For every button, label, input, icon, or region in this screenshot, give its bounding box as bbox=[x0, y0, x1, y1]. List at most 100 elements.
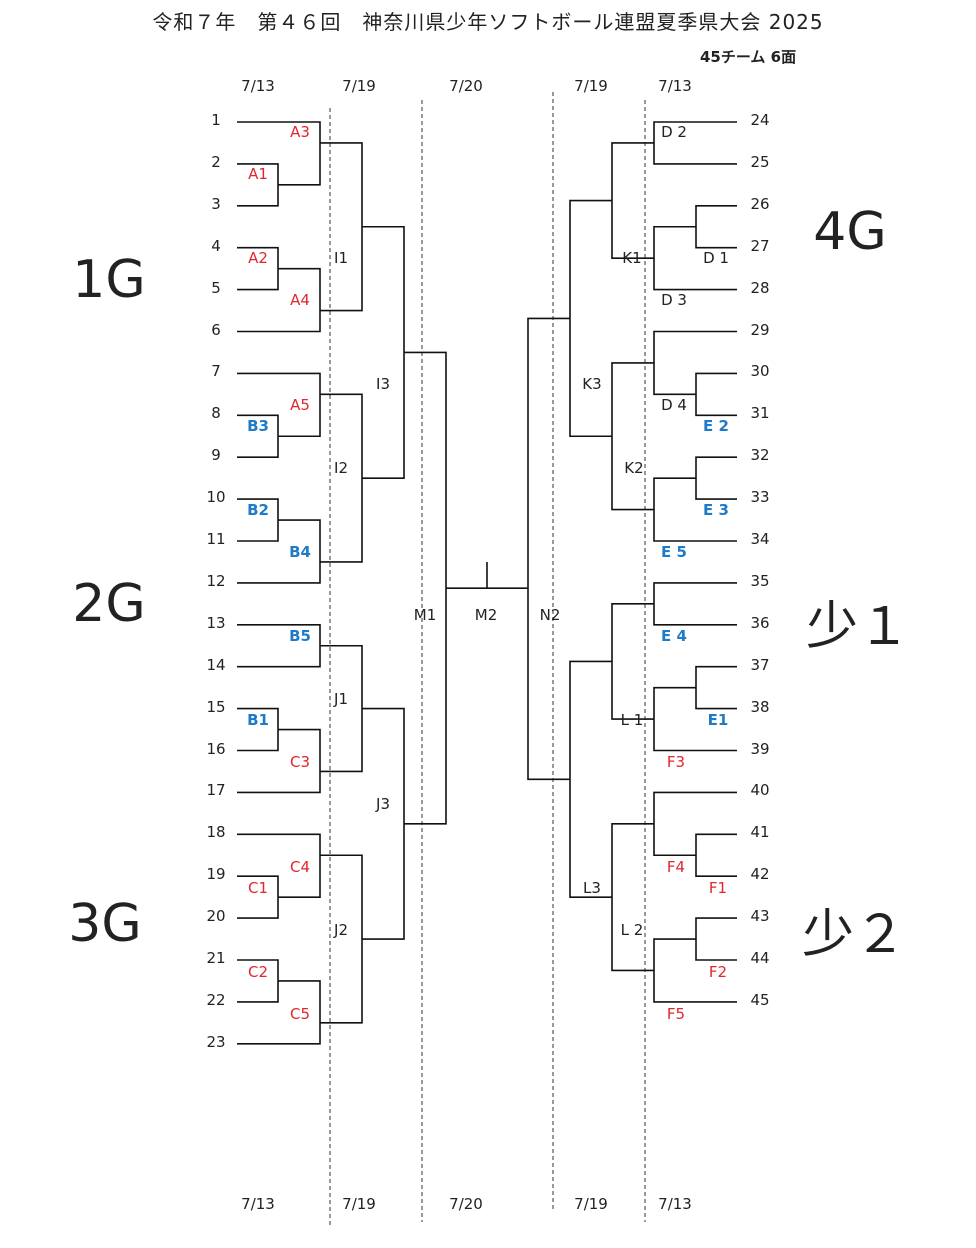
match-label-e2: E 2 bbox=[703, 417, 729, 435]
match-label-e1: E1 bbox=[707, 711, 729, 729]
team-number-right: 45 bbox=[750, 990, 770, 1009]
team-number-right: 43 bbox=[750, 907, 770, 926]
team-number-left: 20 bbox=[206, 907, 226, 926]
team-number-left: 16 bbox=[206, 739, 226, 758]
bracket-line bbox=[237, 980, 321, 1045]
match-label-m1: M1 bbox=[413, 606, 437, 624]
team-number-left: 21 bbox=[206, 949, 226, 967]
date-right-round1-bottom: 7/13 bbox=[658, 1195, 692, 1213]
bracket-line bbox=[695, 372, 737, 417]
team-number-left: 3 bbox=[211, 194, 221, 213]
match-label-e5: E 5 bbox=[661, 543, 687, 561]
match-label-b4: B4 bbox=[289, 543, 311, 561]
bracket-line bbox=[695, 833, 737, 877]
match-label-b2: B2 bbox=[247, 501, 269, 519]
match-label-k2: K2 bbox=[624, 459, 644, 477]
page-title: 令和７年 第４６回 神奈川県少年ソフトボール連盟夏季県大会 2025 bbox=[152, 10, 824, 34]
match-label-j1: J1 bbox=[334, 690, 348, 708]
match-label-f3: F3 bbox=[666, 753, 686, 771]
match-label-d4: D 4 bbox=[661, 396, 687, 414]
team-number-left: 8 bbox=[211, 404, 221, 423]
team-number-right: 34 bbox=[750, 530, 770, 548]
team-number-left: 22 bbox=[206, 990, 226, 1009]
group-label-4g: 4G bbox=[813, 202, 887, 262]
team-number-left: 13 bbox=[206, 613, 226, 632]
bracket-line bbox=[362, 707, 405, 940]
team-number-right: 26 bbox=[750, 194, 770, 213]
bracket-line bbox=[611, 603, 654, 720]
match-label-a3: A3 bbox=[290, 123, 310, 141]
team-number-right: 25 bbox=[750, 152, 770, 171]
team-number-left: 11 bbox=[206, 530, 226, 548]
team-number-right: 27 bbox=[750, 236, 770, 255]
match-label-i1: I1 bbox=[334, 249, 348, 267]
team-count-subtitle: 45チーム 6面 bbox=[700, 48, 797, 66]
bracket-line bbox=[320, 142, 363, 312]
bracket-line bbox=[237, 833, 321, 898]
bracket-line bbox=[404, 351, 447, 825]
team-number-left: 9 bbox=[211, 446, 221, 465]
date-center-bottom: 7/20 bbox=[449, 1195, 483, 1213]
bracket-line bbox=[237, 519, 321, 584]
team-number-right: 42 bbox=[750, 865, 770, 884]
match-label-b5: B5 bbox=[289, 627, 311, 645]
team-number-left: 5 bbox=[211, 278, 221, 297]
date-left-round1-top: 7/13 bbox=[241, 77, 275, 95]
bracket-line bbox=[653, 582, 737, 626]
bracket-line bbox=[611, 142, 654, 259]
match-label-j2: J2 bbox=[334, 921, 348, 939]
match-label-c4: C4 bbox=[289, 858, 311, 876]
match-label-a1: A1 bbox=[248, 165, 268, 183]
match-label-b3: B3 bbox=[247, 417, 269, 435]
team-number-right: 36 bbox=[750, 613, 770, 632]
match-label-k1: K1 bbox=[622, 249, 642, 267]
match-label-k3: K3 bbox=[582, 375, 602, 393]
match-label-f4: F4 bbox=[666, 858, 686, 876]
match-label-c5: C5 bbox=[289, 1005, 311, 1023]
date-left-round2-top: 7/19 bbox=[342, 77, 376, 95]
team-number-left: 4 bbox=[211, 236, 221, 255]
team-number-left: 14 bbox=[206, 655, 226, 674]
date-left-round1-bottom: 7/13 bbox=[241, 1195, 275, 1213]
bracket-line bbox=[237, 372, 321, 438]
team-number-left: 6 bbox=[211, 320, 221, 339]
bracket-line bbox=[237, 728, 321, 794]
team-number-right: 29 bbox=[750, 320, 770, 339]
match-label-a5: A5 bbox=[290, 396, 310, 414]
match-label-f2: F2 bbox=[708, 963, 728, 981]
match-label-c1: C1 bbox=[247, 879, 269, 897]
bracket-line bbox=[611, 823, 654, 972]
bracket-line bbox=[611, 362, 654, 511]
match-label-j3: J3 bbox=[376, 795, 390, 813]
match-label-d1: D 1 bbox=[703, 249, 729, 267]
group-label-sho1: 少１ bbox=[805, 597, 910, 657]
bracket-line bbox=[527, 317, 570, 781]
bracket-line bbox=[362, 225, 405, 479]
team-number-right: 31 bbox=[750, 404, 770, 423]
bracket-line bbox=[237, 121, 321, 186]
bracket-line bbox=[695, 205, 737, 249]
match-label-n2: N2 bbox=[539, 606, 561, 624]
match-label-i3: I3 bbox=[376, 375, 390, 393]
bracket-line bbox=[320, 854, 363, 1024]
team-number-right: 44 bbox=[750, 949, 770, 967]
match-label-b1: B1 bbox=[247, 711, 269, 729]
team-number-left: 1 bbox=[211, 111, 221, 129]
group-label-2g: 2G bbox=[72, 574, 146, 634]
team-number-left: 2 bbox=[211, 152, 221, 171]
bracket-line bbox=[569, 199, 612, 438]
match-label-m2: M2 bbox=[474, 606, 498, 624]
match-label-c3: C3 bbox=[289, 753, 311, 771]
team-number-right: 37 bbox=[750, 655, 770, 674]
team-number-right: 38 bbox=[750, 697, 770, 716]
team-number-left: 15 bbox=[206, 697, 226, 716]
team-number-left: 12 bbox=[206, 571, 226, 590]
team-number-left: 10 bbox=[206, 488, 226, 507]
bracket-line bbox=[695, 917, 737, 961]
match-label-f1: F1 bbox=[708, 879, 728, 897]
bracket-line bbox=[237, 267, 321, 333]
team-number-right: 39 bbox=[750, 739, 770, 758]
group-label-1g: 1G bbox=[72, 250, 146, 310]
team-number-right: 40 bbox=[750, 781, 770, 800]
